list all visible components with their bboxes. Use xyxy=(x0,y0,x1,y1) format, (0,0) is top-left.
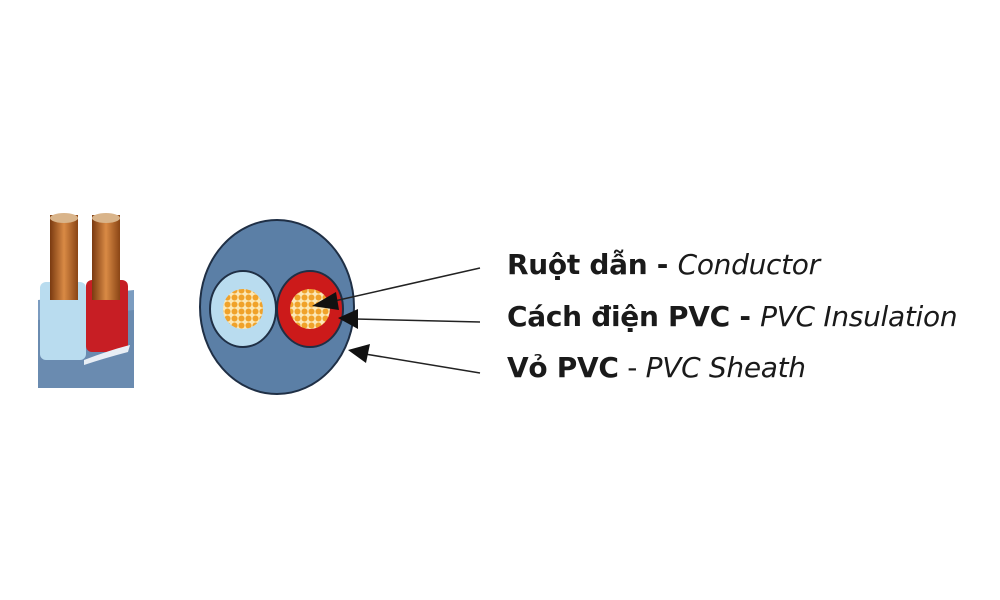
cable-3d-view xyxy=(38,213,134,388)
label-vi: Ruột dẫn xyxy=(507,248,648,281)
copper-conductor-left xyxy=(50,215,78,300)
label-insulation: Cách điện PVC - PVC Insulation xyxy=(507,300,958,333)
blue-insulation xyxy=(40,282,86,360)
arrow-conductor xyxy=(329,267,481,303)
callout-arrows xyxy=(312,267,481,374)
label-vi: Vỏ PVC xyxy=(507,351,619,384)
label-en: PVC Insulation xyxy=(760,300,958,333)
label-vi: Cách điện PVC xyxy=(507,300,730,333)
arrow-insulation xyxy=(354,318,481,323)
arrow-sheath xyxy=(364,353,481,374)
label-en: Conductor xyxy=(677,248,821,281)
label-separator: - xyxy=(618,351,646,384)
conductor-left xyxy=(223,289,263,329)
label-conductor: Ruột dẫn - Conductor xyxy=(507,248,820,281)
cable-cross-section xyxy=(199,219,355,395)
label-en: PVC Sheath xyxy=(645,351,806,384)
label-sheath: Vỏ PVC - PVC Sheath xyxy=(507,351,806,384)
label-separator: - xyxy=(729,300,761,333)
copper-conductor-right xyxy=(92,215,120,300)
label-separator: - xyxy=(647,248,678,281)
conductor-right xyxy=(290,289,330,329)
